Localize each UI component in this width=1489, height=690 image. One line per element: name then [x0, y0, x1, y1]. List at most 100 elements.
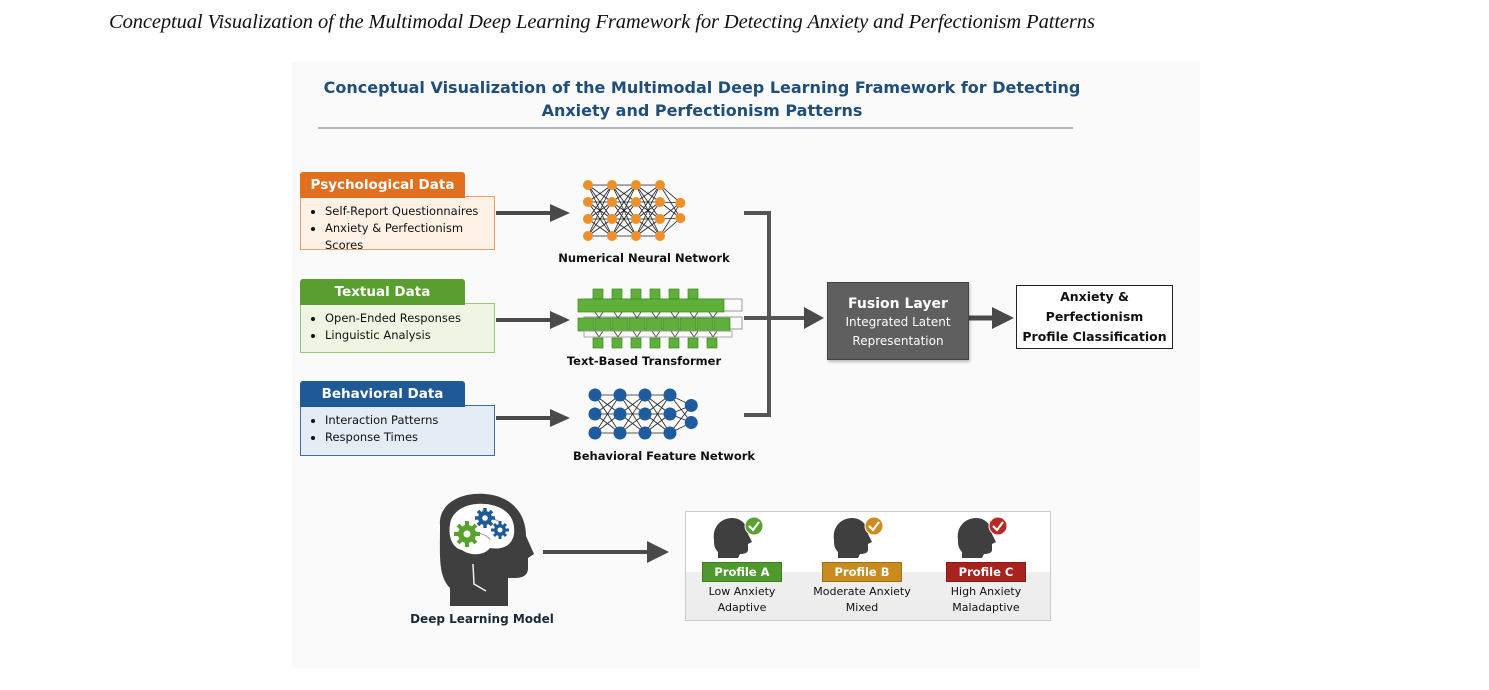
network-node	[631, 214, 641, 224]
network-node	[613, 426, 627, 440]
source-header: Textual Data	[300, 279, 465, 305]
classification-box: Anxiety & Perfectionism Profile Classifi…	[1016, 285, 1173, 349]
profile-description: Moderate Anxiety Mixed	[812, 584, 912, 616]
check-badge-icon	[864, 516, 884, 536]
encoder-block	[577, 317, 595, 332]
fusion-title: Fusion Layer	[848, 296, 948, 312]
encoder-block	[662, 317, 680, 332]
network-node	[613, 407, 627, 421]
check-badge-icon	[744, 516, 764, 536]
network-node	[631, 180, 641, 190]
source-header: Psychological Data	[300, 172, 465, 198]
network-label-transformer: Text-Based Transformer	[566, 354, 722, 368]
network-node	[588, 388, 602, 402]
encoder-block	[628, 317, 646, 332]
network-node	[675, 197, 686, 208]
blue-gear-icon	[475, 508, 509, 539]
encoder-block	[696, 317, 714, 332]
token-block	[649, 337, 661, 349]
network-node	[588, 407, 602, 421]
token-block	[687, 337, 699, 349]
network-node	[607, 231, 617, 241]
network-node	[663, 388, 677, 402]
token-block	[630, 337, 642, 349]
fusion-subtitle-2: Representation	[852, 334, 944, 348]
source-header: Behavioral Data	[300, 381, 465, 407]
network-node	[638, 426, 652, 440]
network-node	[655, 214, 665, 224]
encoder-block	[713, 317, 731, 332]
network-node	[583, 214, 593, 224]
network-node	[583, 231, 593, 241]
profile-type: Mixed	[845, 601, 879, 614]
classification-line-2: Profile Classification	[1022, 329, 1167, 344]
token-block	[687, 288, 699, 300]
profile-type: Maladaptive	[952, 601, 1020, 614]
fusion-subtitle-1: Integrated Latent	[845, 315, 951, 329]
token-block	[592, 337, 604, 349]
check-badge-icon	[988, 516, 1008, 536]
profile-description: High Anxiety Maladaptive	[936, 584, 1036, 616]
network-node	[583, 197, 593, 207]
network-node	[613, 388, 627, 402]
network-node	[607, 197, 617, 207]
source-item: Interaction Patterns	[325, 412, 494, 429]
diagram-graphics	[439, 180, 1014, 606]
source-body: Open-Ended Responses Linguistic Analysis	[300, 303, 495, 353]
figure-title-line-1: Conceptual Visualization of the Multimod…	[323, 78, 1081, 97]
source-item: Self-Report Questionnaires	[325, 203, 494, 220]
numerical-neural-network	[583, 180, 686, 241]
network-node	[583, 180, 593, 190]
figure-caption: Conceptual Visualization of the Multimod…	[109, 11, 1095, 33]
token-block	[630, 288, 642, 300]
classification-line-1: Anxiety & Perfectionism	[1045, 289, 1144, 324]
token-block	[668, 288, 680, 300]
profile-badge: Profile A	[702, 562, 782, 582]
fusion-layer-box: Fusion Layer Integrated Latent Represent…	[827, 282, 969, 360]
profile-badge: Profile B	[822, 562, 902, 582]
arrow-fusion-to-classification	[968, 307, 1014, 329]
token-block	[649, 288, 661, 300]
token-block	[706, 337, 718, 349]
encoder-block	[594, 317, 612, 332]
profile-b-head-icon	[833, 516, 884, 558]
arrow-text-to-transformer	[496, 311, 570, 329]
network-node	[655, 231, 665, 241]
brain-head-icon	[439, 493, 534, 606]
profiles-panel: Profile A Low Anxiety Adaptive Profile B…	[685, 511, 1051, 621]
deep-learning-model-label: Deep Learning Model	[410, 612, 554, 626]
encoder-block	[679, 317, 697, 332]
network-label-behavioral: Behavioral Feature Network	[572, 449, 756, 463]
token-block	[668, 337, 680, 349]
network-node	[638, 388, 652, 402]
source-item: Response Times	[325, 429, 494, 446]
network-node	[663, 407, 677, 421]
profile-anxiety-level: Low Anxiety	[708, 585, 776, 598]
network-node	[675, 213, 686, 224]
profile-anxiety-level: High Anxiety	[950, 585, 1022, 598]
arrow-model-to-profiles	[543, 541, 669, 563]
network-node	[663, 426, 677, 440]
profile-description: Low Anxiety Adaptive	[692, 584, 792, 616]
network-node	[638, 407, 652, 421]
arrow-psych-to-network	[496, 204, 570, 222]
network-node	[631, 231, 641, 241]
text-based-transformer	[577, 288, 743, 349]
encoder-block	[645, 317, 663, 332]
token-block	[611, 337, 623, 349]
network-node	[607, 214, 617, 224]
token-block	[611, 288, 623, 300]
token-block	[592, 288, 604, 300]
network-node	[655, 180, 665, 190]
figure-title: Conceptual Visualization of the Multimod…	[312, 76, 1092, 122]
merge-bracket	[744, 211, 810, 417]
behavioral-feature-network	[588, 388, 698, 440]
arrow-to-fusion	[804, 307, 824, 329]
source-item: Linguistic Analysis	[325, 327, 494, 344]
network-node	[607, 180, 617, 190]
profile-anxiety-level: Moderate Anxiety	[813, 585, 911, 598]
profile-type: Adaptive	[717, 601, 767, 614]
profile-c-head-icon	[957, 516, 1008, 558]
network-node	[684, 398, 698, 412]
network-node	[655, 197, 665, 207]
